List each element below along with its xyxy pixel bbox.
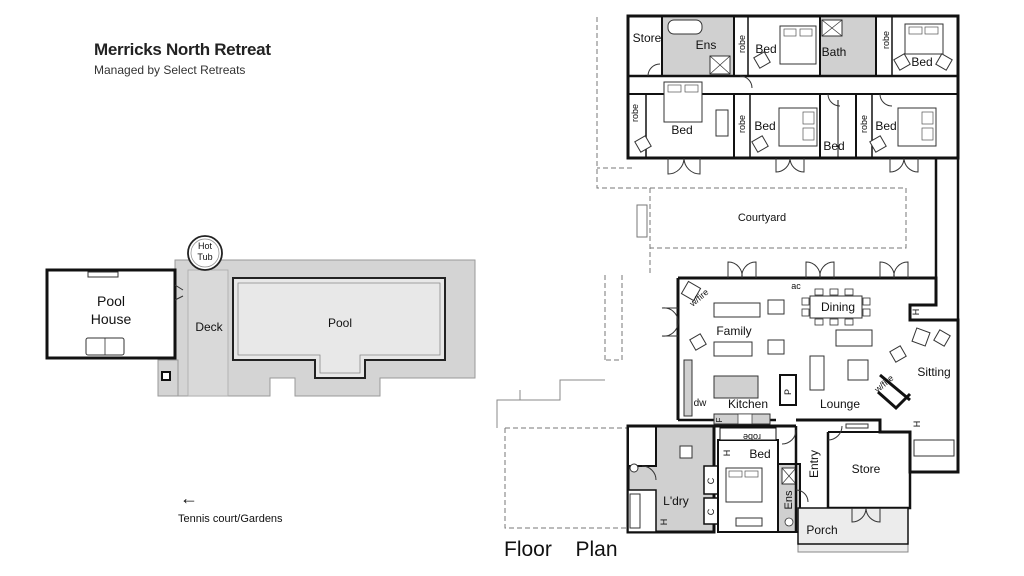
tennis-court-label: Tennis court/Gardens — [178, 513, 283, 525]
bed-6-label: Bed — [875, 119, 896, 133]
bath-label: Bath — [822, 45, 847, 59]
floor-plan-label: Floor Plan — [504, 538, 618, 561]
main-house — [626, 76, 960, 553]
bedroom-wing — [626, 14, 960, 175]
porch-label: Porch — [806, 523, 837, 537]
ens-bottom-label: Ens — [783, 490, 795, 509]
entry-label: Entry — [807, 450, 821, 478]
robe-5-label: robe — [859, 115, 869, 133]
family-label: Family — [716, 324, 751, 338]
pool — [232, 277, 446, 379]
pool-house-label-1: Pool — [97, 293, 125, 309]
dining-label: Dining — [821, 300, 855, 314]
bed-4-label: Bed — [754, 119, 775, 133]
store-bottom-label: Store — [852, 462, 881, 476]
pool-house-label-2: House — [91, 311, 132, 327]
robe-6-label: robe — [743, 432, 761, 442]
store-top-label: Store — [633, 31, 662, 45]
robe-3-label: robe — [630, 104, 640, 122]
hot-tub-label-2: Tub — [197, 252, 212, 262]
outdoor-outlines — [504, 17, 907, 529]
f-label: F — [715, 417, 724, 422]
h-1-label: H — [911, 309, 921, 316]
robe-4-label: robe — [737, 115, 747, 133]
robe-1-label: robe — [737, 35, 747, 53]
kitchen-label: Kitchen — [728, 397, 768, 411]
hot-tub — [187, 235, 223, 271]
page-subtitle: Managed by Select Retreats — [94, 63, 246, 77]
pool-label: Pool — [328, 316, 352, 330]
ens-top-label: Ens — [696, 38, 717, 52]
left-arrow-icon: ← — [180, 488, 198, 508]
c-2-label: C — [706, 508, 716, 515]
bed-1-label: Bed — [755, 42, 776, 56]
c-1-label: C — [706, 477, 716, 484]
dw-label: dw — [694, 398, 708, 409]
courtyard-label: Courtyard — [738, 212, 786, 224]
bed-3-label: Bed — [671, 123, 692, 137]
p-label: P — [783, 389, 793, 395]
deck-label: Deck — [195, 320, 223, 334]
robe-2-label: robe — [881, 31, 891, 49]
lounge-label: Lounge — [820, 397, 860, 411]
page-title: Merricks North Retreat — [94, 40, 271, 59]
bed-5-label: Bed — [823, 139, 844, 153]
bed-7-label: Bed — [749, 447, 770, 461]
h-3-label: H — [722, 450, 732, 457]
hot-tub-label-1: Hot — [198, 241, 213, 251]
h-4-label: H — [659, 519, 669, 526]
h-2-label: H — [912, 421, 922, 428]
ac-label: ac — [791, 281, 801, 291]
pool-area — [45, 235, 476, 397]
bed-2-label: Bed — [911, 55, 932, 69]
sitting-label: Sitting — [917, 365, 950, 379]
laundry-label: L'dry — [663, 494, 689, 508]
